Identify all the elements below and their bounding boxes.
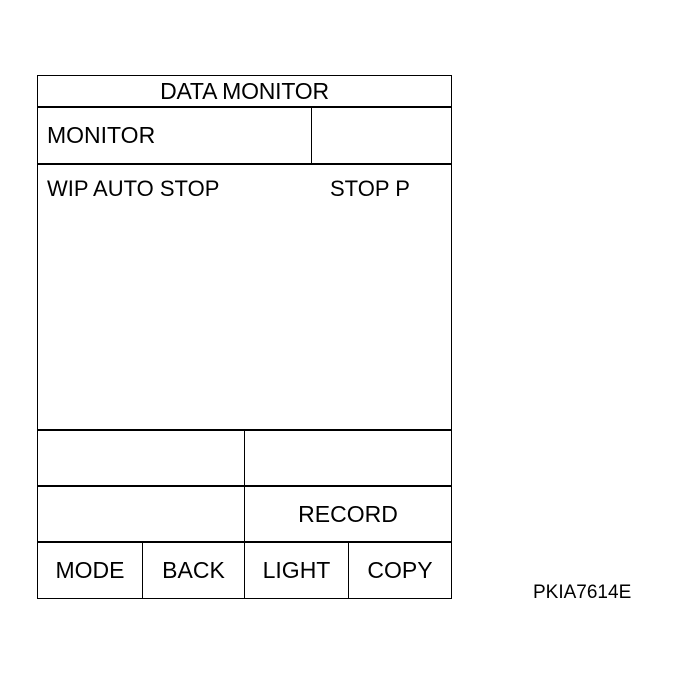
monitor-item-name: WIP AUTO STOP [47, 176, 220, 201]
light-button[interactable]: LIGHT [245, 543, 349, 598]
monitor-label: MONITOR [47, 122, 156, 148]
info-cell-right [245, 431, 451, 485]
monitor-header: MONITOR [38, 108, 451, 165]
mode-button[interactable]: MODE [38, 543, 143, 598]
monitor-item-value: STOP P [330, 176, 410, 201]
monitor-side-box [311, 108, 451, 163]
screen-title: DATA MONITOR [38, 76, 451, 108]
back-button-label: BACK [162, 557, 225, 583]
figure-code: PKIA7614E [533, 582, 632, 603]
light-button-label: LIGHT [262, 557, 331, 583]
info-row-2: RECORD [38, 487, 451, 543]
copy-button-label: COPY [367, 557, 433, 583]
record-button-label: RECORD [298, 500, 398, 527]
data-monitor-screen: DATA MONITOR MONITOR WIP AUTO STOP STOP … [37, 75, 452, 599]
info-cell-left-2 [38, 487, 245, 541]
copy-button[interactable]: COPY [349, 543, 451, 598]
monitor-item-list: WIP AUTO STOP STOP P [38, 165, 451, 431]
screen-title-text: DATA MONITOR [160, 77, 329, 104]
info-cell-left [38, 431, 245, 485]
record-button[interactable]: RECORD [245, 487, 451, 541]
info-row-1 [38, 431, 451, 487]
mode-button-label: MODE [55, 557, 125, 583]
softkey-row: MODE BACK LIGHT COPY [38, 543, 451, 598]
back-button[interactable]: BACK [143, 543, 245, 598]
